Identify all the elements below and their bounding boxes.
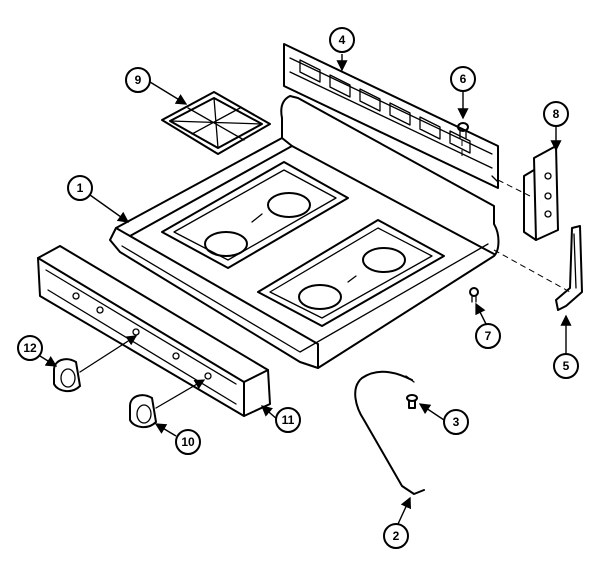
- callout-12-label: 12: [23, 341, 37, 355]
- callout-1: 1: [67, 175, 93, 201]
- side-trim-part: [555, 225, 583, 311]
- callout-1-label: 1: [77, 181, 84, 195]
- support-rod-part: [354, 370, 425, 495]
- screw-7-part: [469, 287, 479, 303]
- knob-10-part: [129, 394, 157, 428]
- callout-9: 9: [125, 67, 151, 93]
- callout-7: 7: [475, 323, 501, 349]
- screw-6-part: [457, 122, 469, 139]
- alignment-lines: [79, 140, 571, 409]
- callout-11: 11: [275, 407, 301, 433]
- callout-6-label: 6: [460, 72, 467, 86]
- callout-9-label: 9: [135, 73, 142, 87]
- callout-5: 5: [553, 353, 579, 379]
- callout-8: 8: [543, 101, 569, 127]
- callout-3-label: 3: [453, 415, 460, 429]
- callout-10: 10: [175, 429, 201, 455]
- callout-2: 2: [383, 523, 409, 549]
- callout-5-label: 5: [563, 359, 570, 373]
- callout-8-label: 8: [553, 107, 560, 121]
- callout-6: 6: [450, 66, 476, 92]
- leader-lines: [39, 54, 572, 525]
- callout-12: 12: [17, 335, 43, 361]
- cooktop-main-top: [109, 95, 500, 369]
- callout-4-label: 4: [339, 33, 346, 47]
- knob-12-part: [53, 358, 81, 392]
- callout-3: 3: [443, 409, 469, 435]
- callout-7-label: 7: [485, 329, 492, 343]
- callout-2-label: 2: [393, 529, 400, 543]
- hinge-bracket-part: [523, 145, 559, 241]
- callout-11-label: 11: [282, 413, 295, 427]
- callout-4: 4: [329, 27, 355, 53]
- callout-10-label: 10: [181, 435, 195, 449]
- burner-grate-part: [161, 91, 271, 155]
- screw-3-part: [406, 394, 418, 409]
- control-panel-part: [37, 245, 271, 417]
- backguard-trim-part: [283, 43, 499, 189]
